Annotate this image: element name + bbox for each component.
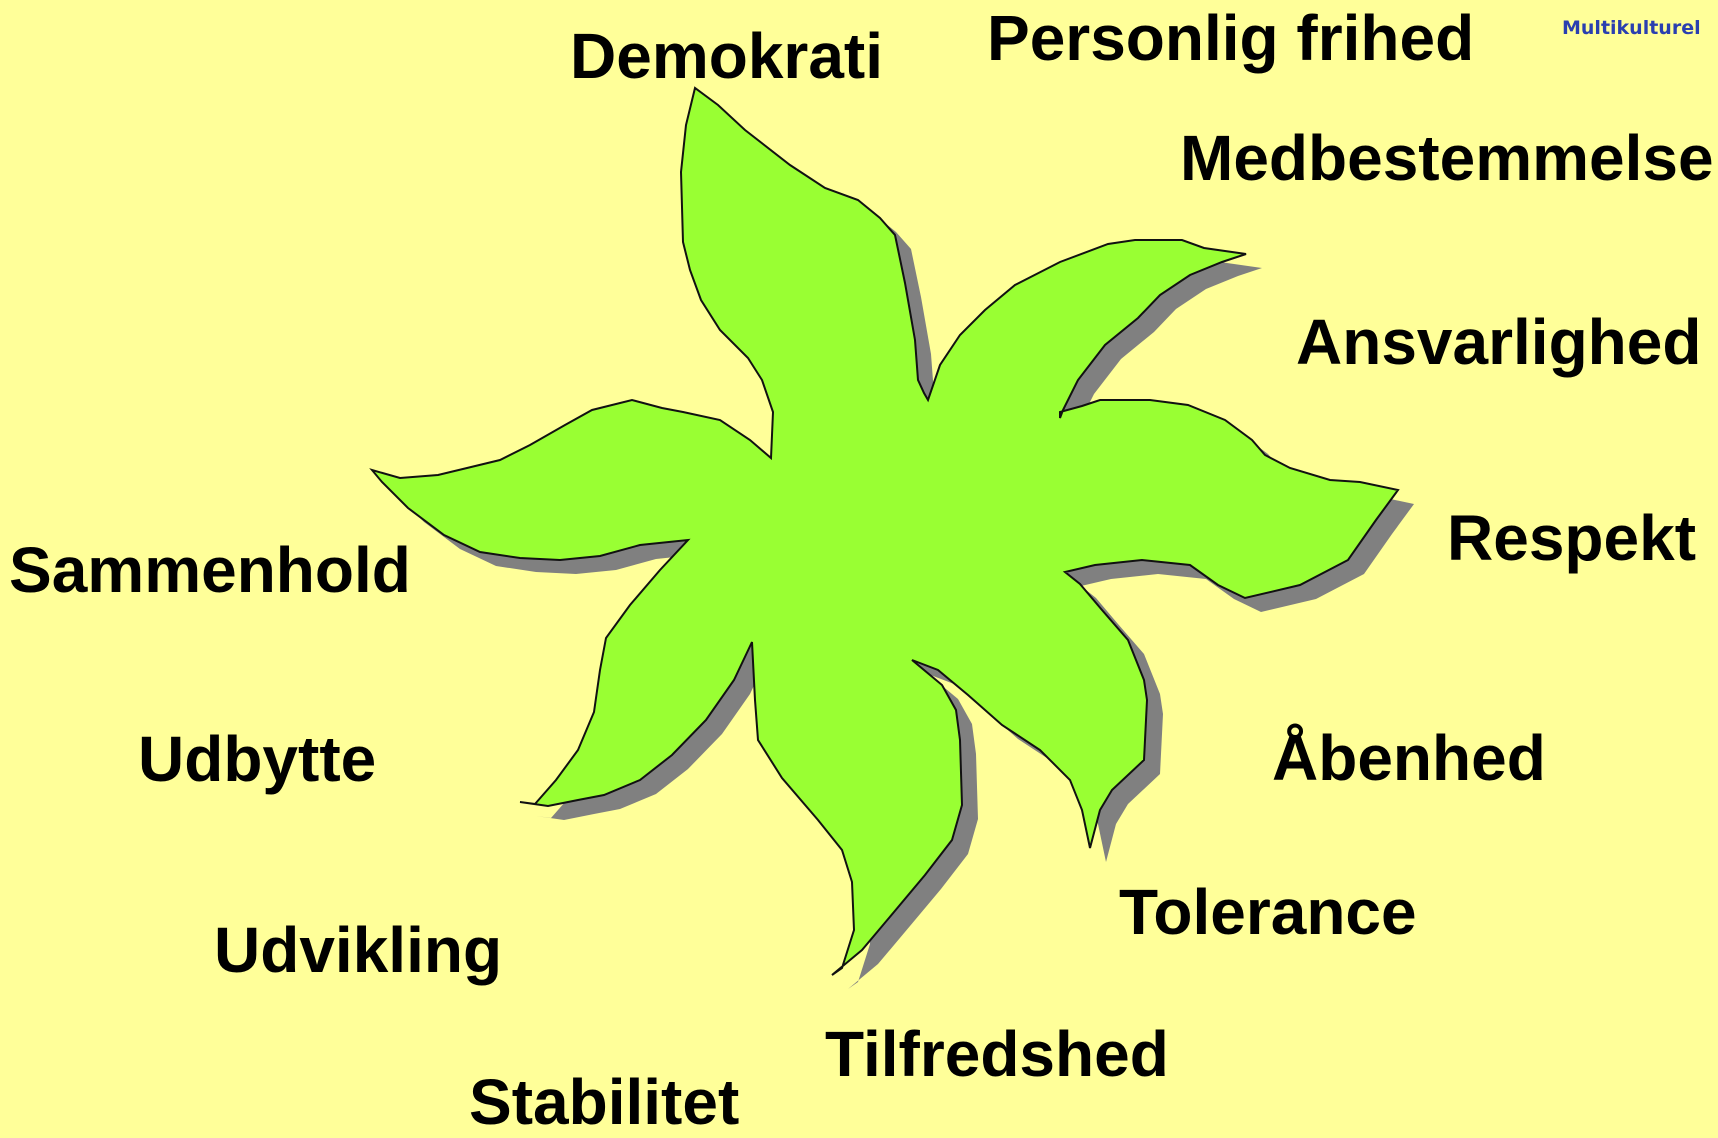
star-body: [372, 88, 1398, 975]
value-label-tolerance: Tolerance: [1119, 880, 1417, 944]
value-label-udbytte: Udbytte: [138, 727, 376, 791]
value-label-ansvarlighed: Ansvarlighed: [1296, 310, 1701, 374]
value-label-stabilitet: Stabilitet: [469, 1070, 739, 1134]
value-label-medbestemmelse: Medbestemmelse: [1180, 126, 1714, 190]
value-label-aabenhed: Åbenhed: [1272, 726, 1546, 790]
value-label-sammenhold: Sammenhold: [9, 538, 411, 602]
brand-logo-text: Multikulturel: [1562, 17, 1701, 39]
value-label-respekt: Respekt: [1447, 506, 1696, 570]
value-label-udvikling: Udvikling: [214, 918, 502, 982]
value-label-demokrati: Demokrati: [570, 24, 883, 88]
value-label-tilfredshed: Tilfredshed: [825, 1022, 1169, 1086]
value-label-personlig-frihed: Personlig frihed: [987, 6, 1474, 70]
